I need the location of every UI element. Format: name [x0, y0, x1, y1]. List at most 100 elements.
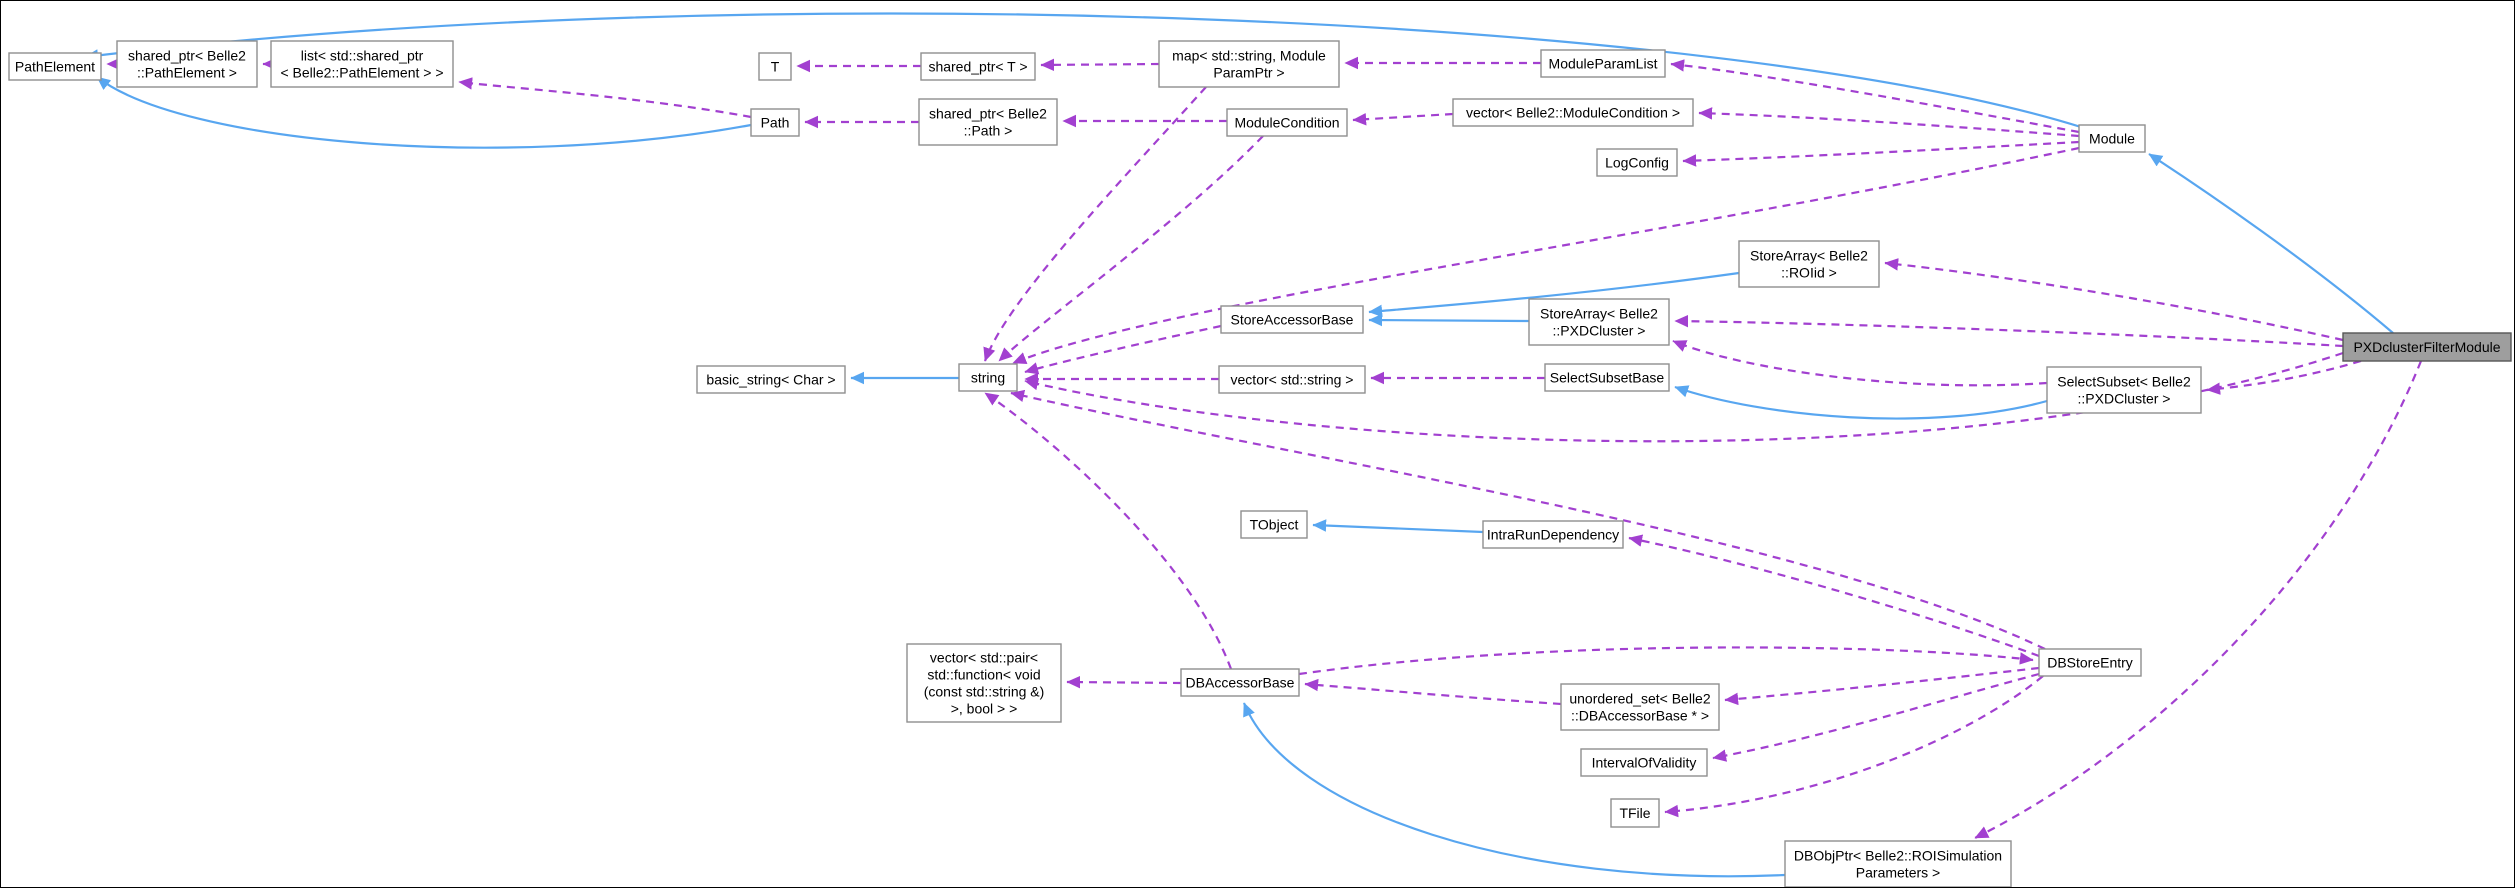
node-selectsubsetbase[interactable]: SelectSubsetBase	[1544, 363, 1670, 392]
node-moduleparamlist[interactable]: ModuleParamList	[1540, 49, 1666, 78]
node-label: (const std::string &)	[924, 684, 1045, 700]
node-label: < Belle2::PathElement > >	[280, 65, 443, 81]
node-label: string	[971, 370, 1005, 386]
edge-pxdclusterfiltermodule-to-selectsubset-pxdcluster	[2206, 359, 2362, 395]
edge-map-string-moduleparamptr-to-shared-ptr-t	[1040, 58, 1160, 72]
node-label: SelectSubset< Belle2	[2057, 374, 2191, 390]
node-label: shared_ptr< T >	[928, 59, 1027, 75]
node-label: vector< std::string >	[1231, 372, 1354, 388]
node-pathelement[interactable]: PathElement	[8, 52, 102, 81]
node-label: list< std::shared_ptr	[301, 48, 424, 64]
edge-module-to-logconfig	[1682, 140, 2080, 167]
node-label: TFile	[1619, 805, 1650, 821]
node-storeaccessorbase[interactable]: StoreAccessorBase	[1220, 305, 1364, 334]
node-label: shared_ptr< Belle2	[128, 48, 246, 64]
node-label: DBObjPtr< Belle2::ROISimulation	[1794, 848, 2002, 864]
node-dbobjptr-roisimulationparameters[interactable]: DBObjPtr< Belle2::ROISimulationParameter…	[1784, 840, 2012, 887]
node-dbaccessorbase[interactable]: DBAccessorBase	[1180, 668, 1300, 697]
edge-storearray-roiid-to-storeaccessorbase	[1368, 271, 1740, 318]
node-label: ::Path >	[964, 123, 1013, 139]
node-label: ::PathElement >	[137, 65, 237, 81]
edge-intrarundependency-to-tobject	[1312, 519, 1484, 534]
edge-dbstoreentry-to-tfile	[1664, 675, 2044, 818]
node-label: map< std::string, Module	[1172, 48, 1326, 64]
edges-layer	[84, 12, 2423, 878]
node-unordered-set-dbaccessorbase[interactable]: unordered_set< Belle2::DBAccessorBase * …	[1560, 683, 1720, 731]
edge-module-to-vector-modulecondition	[1698, 107, 2080, 138]
node-pxdclusterfiltermodule[interactable]: PXDclusterFilterModule	[2342, 332, 2512, 362]
node-label: vector< Belle2::ModuleCondition >	[1466, 105, 1680, 121]
edge-module-to-string	[1012, 146, 2080, 365]
node-path[interactable]: Path	[750, 108, 800, 137]
edge-storearray-pxdcluster-to-storeaccessorbase	[1368, 313, 1530, 327]
node-tobject[interactable]: TObject	[1240, 510, 1308, 539]
node-basic-string-char[interactable]: basic_string< Char >	[696, 365, 846, 394]
node-label: ::PXDCluster >	[1553, 323, 1646, 339]
node-label: PathElement	[15, 59, 95, 75]
node-label: ModuleCondition	[1234, 115, 1339, 131]
node-label: SelectSubsetBase	[1550, 370, 1665, 386]
edge-pxdclusterfiltermodule-to-module	[2148, 153, 2394, 334]
node-vector-pair-function-bool[interactable]: vector< std::pair<std::function< void(co…	[906, 643, 1062, 723]
node-label: vector< std::pair<	[930, 650, 1038, 666]
node-module[interactable]: Module	[2078, 124, 2146, 153]
edge-dbaccessorbase-to-dbstoreentry	[1298, 646, 2034, 676]
node-label: LogConfig	[1605, 155, 1669, 171]
edge-storeaccessorbase-to-string	[1024, 324, 1222, 375]
node-storearray-pxdcluster[interactable]: StoreArray< Belle2::PXDCluster >	[1528, 298, 1670, 346]
edge-dbaccessorbase-to-string	[984, 392, 1233, 670]
node-list-shared-ptr-pathelement[interactable]: list< std::shared_ptr< Belle2::PathEleme…	[270, 40, 454, 88]
node-intervalofvalidity[interactable]: IntervalOfValidity	[1580, 748, 1708, 777]
edge-pxdclusterfiltermodule-to-storearray-roiid	[1884, 258, 2344, 342]
edge-pxdclusterfiltermodule-to-dbobjptr-roisimulationparameters	[1974, 360, 2423, 839]
node-vector-modulecondition[interactable]: vector< Belle2::ModuleCondition >	[1452, 98, 1694, 127]
node-label: T	[771, 59, 780, 75]
edge-dbstoreentry-to-string	[1010, 389, 2046, 650]
node-label: DBStoreEntry	[2047, 655, 2133, 671]
node-label: shared_ptr< Belle2	[929, 106, 1047, 122]
edge-module-to-pathelement	[84, 12, 2082, 129]
edge-map-string-moduleparamptr-to-string	[983, 86, 1207, 362]
node-label: std::function< void	[927, 667, 1040, 683]
edge-dbstoreentry-to-intrarundependency	[1628, 534, 2040, 658]
node-label: ::PXDCluster >	[2078, 391, 2171, 407]
node-label: TObject	[1250, 517, 1299, 533]
edge-dbobjptr-roisimulationparameters-to-dbaccessorbase	[1242, 702, 1786, 878]
node-label: basic_string< Char >	[706, 372, 835, 388]
edge-path-to-list-shared-ptr-pathelement	[458, 77, 752, 119]
edge-pxdclusterfiltermodule-to-storearray-pxdcluster	[1674, 314, 2344, 348]
edge-selectsubset-pxdcluster-to-storearray-pxdcluster	[1672, 339, 2048, 387]
node-vector-string[interactable]: vector< std::string >	[1218, 365, 1366, 394]
node-label: StoreArray< Belle2	[1540, 306, 1658, 322]
node-label: IntervalOfValidity	[1592, 755, 1697, 771]
node-shared-ptr-t[interactable]: shared_ptr< T >	[920, 52, 1036, 81]
node-modulecondition[interactable]: ModuleCondition	[1226, 108, 1348, 137]
node-label: PXDclusterFilterModule	[2353, 339, 2500, 355]
edge-module-to-moduleparamlist	[1670, 59, 2080, 134]
node-shared-ptr-pathelement[interactable]: shared_ptr< Belle2::PathElement >	[116, 40, 258, 88]
node-string[interactable]: string	[958, 363, 1018, 392]
node-label: ::DBAccessorBase * >	[1571, 708, 1709, 724]
node-label: StoreArray< Belle2	[1750, 248, 1868, 264]
edge-dbaccessorbase-to-vector-pair-function-bool	[1066, 675, 1182, 689]
node-t[interactable]: T	[758, 52, 792, 81]
node-selectsubset-pxdcluster[interactable]: SelectSubset< Belle2::PXDCluster >	[2046, 366, 2202, 414]
edge-path-to-pathelement	[96, 76, 752, 149]
node-tfile[interactable]: TFile	[1610, 798, 1660, 828]
node-dbstoreentry[interactable]: DBStoreEntry	[2038, 648, 2142, 677]
node-logconfig[interactable]: LogConfig	[1596, 148, 1678, 177]
node-label: >, bool > >	[951, 701, 1018, 717]
node-label: unordered_set< Belle2	[1569, 691, 1710, 707]
edge-unordered-set-dbaccessorbase-to-dbaccessorbase	[1304, 678, 1562, 706]
node-label: DBAccessorBase	[1186, 675, 1295, 691]
edge-dbstoreentry-to-unordered-set-dbaccessorbase	[1724, 666, 2040, 706]
node-intrarundependency[interactable]: IntraRunDependency	[1482, 520, 1624, 549]
node-shared-ptr-path[interactable]: shared_ptr< Belle2::Path >	[918, 98, 1058, 146]
node-label: ParamPtr >	[1213, 65, 1284, 81]
node-storearray-roiid[interactable]: StoreArray< Belle2::ROIid >	[1738, 240, 1880, 288]
node-label: Module	[2089, 131, 2135, 147]
